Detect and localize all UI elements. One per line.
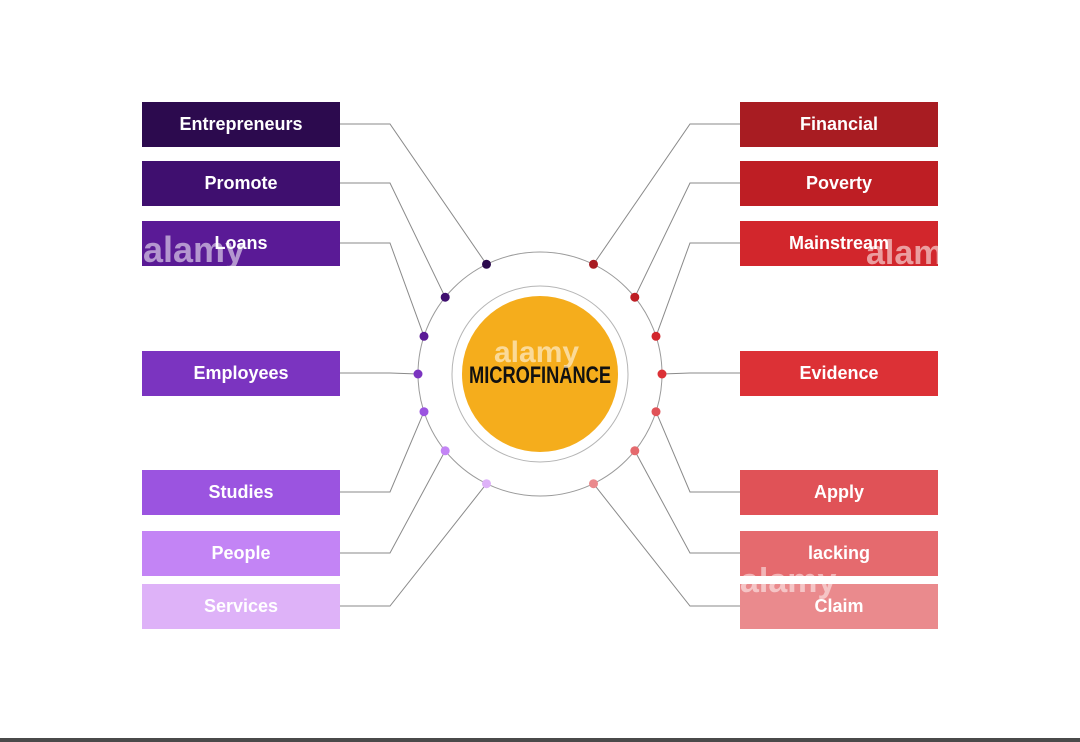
term-box-poverty: Poverty [740,161,938,206]
term-box-bg-services [142,584,340,629]
ring-dot-financial [589,259,598,269]
term-label-apply: Apply [814,482,864,502]
term-label-promote: Promote [204,173,277,193]
connector-promote [340,182,446,298]
term-label-financial: Financial [800,114,878,134]
term-label-employees: Employees [193,363,288,383]
term-box-promote: Promote [142,161,340,206]
term-box-loans: Loans [142,221,340,266]
connector-financial [593,123,740,265]
connector-services [340,483,487,607]
term-box-financial: Financial [740,102,938,147]
connector-lines [340,123,740,607]
term-box-bg-poverty [740,161,938,206]
term-label-poverty: Poverty [806,173,872,193]
watermark-1: alamy [143,229,245,270]
watermark-3: alamy [866,234,962,272]
ring-dot-mainstream [651,331,661,341]
term-box-mainstream: Mainstream [740,221,938,266]
term-box-entrepreneurs: Entrepreneurs [142,102,340,147]
watermarks: alamy alamy alamy alamy [143,229,962,600]
term-label-lacking: lacking [808,543,870,563]
term-box-bg-financial [740,102,938,147]
ring-dot-evidence [657,369,667,379]
term-label-loans: Loans [214,233,267,253]
connector-loans [340,242,425,337]
ring-dot-people [440,446,450,456]
term-box-bg-promote [142,161,340,206]
connector-studies [340,411,425,493]
ring-dot-services [482,479,491,489]
term-box-bg-evidence [740,351,938,396]
term-label-claim: Claim [814,596,863,616]
ring-dot-entrepreneurs [482,259,491,269]
term-box-people: People [142,531,340,576]
ring-dot-loans [419,331,429,341]
term-box-bg-claim [740,584,938,629]
center-label: MICROFINANCE [469,362,611,389]
watermark-2: alamy [494,336,579,369]
term-box-bg-apply [740,470,938,515]
ring-dot-employees [413,369,423,379]
term-label-evidence: Evidence [799,363,878,383]
term-box-apply: Apply [740,470,938,515]
term-box-bg-people [142,531,340,576]
term-box-lacking: lacking [740,531,938,576]
connector-poverty [634,182,740,298]
ring-dot-claim [589,479,598,489]
connector-apply [655,411,740,493]
connector-entrepreneurs [340,123,487,265]
ring-dot-lacking [630,446,640,456]
ring-dot-promote [440,292,450,302]
ring-dot-apply [651,407,661,417]
center-circle [462,296,618,452]
term-box-bg-entrepreneurs [142,102,340,147]
term-label-entrepreneurs: Entrepreneurs [179,114,302,134]
term-label-studies: Studies [208,482,273,502]
connector-evidence [661,372,740,375]
connector-claim [593,483,740,607]
term-box-claim: Claim [740,584,938,629]
term-box-bg-studies [142,470,340,515]
connector-employees [340,372,419,375]
term-box-bg-employees [142,351,340,396]
term-box-services: Services [142,584,340,629]
term-boxes: EntrepreneursPromoteLoansEmployeesStudie… [142,102,938,629]
term-box-employees: Employees [142,351,340,396]
term-box-studies: Studies [142,470,340,515]
term-box-bg-lacking [740,531,938,576]
term-label-people: People [211,543,270,563]
term-box-bg-mainstream [740,221,938,266]
term-box-evidence: Evidence [740,351,938,396]
term-label-mainstream: Mainstream [789,233,889,253]
connector-mainstream [655,242,740,337]
term-box-bg-loans [142,221,340,266]
connector-people [340,450,446,554]
ring-dot-poverty [630,292,640,302]
watermark-4: alamy [740,562,836,600]
bottom-border [0,738,1080,742]
ring-dot-studies [419,407,429,417]
connector-lacking [634,450,740,554]
ring-dots [413,259,667,489]
term-label-services: Services [204,596,278,616]
